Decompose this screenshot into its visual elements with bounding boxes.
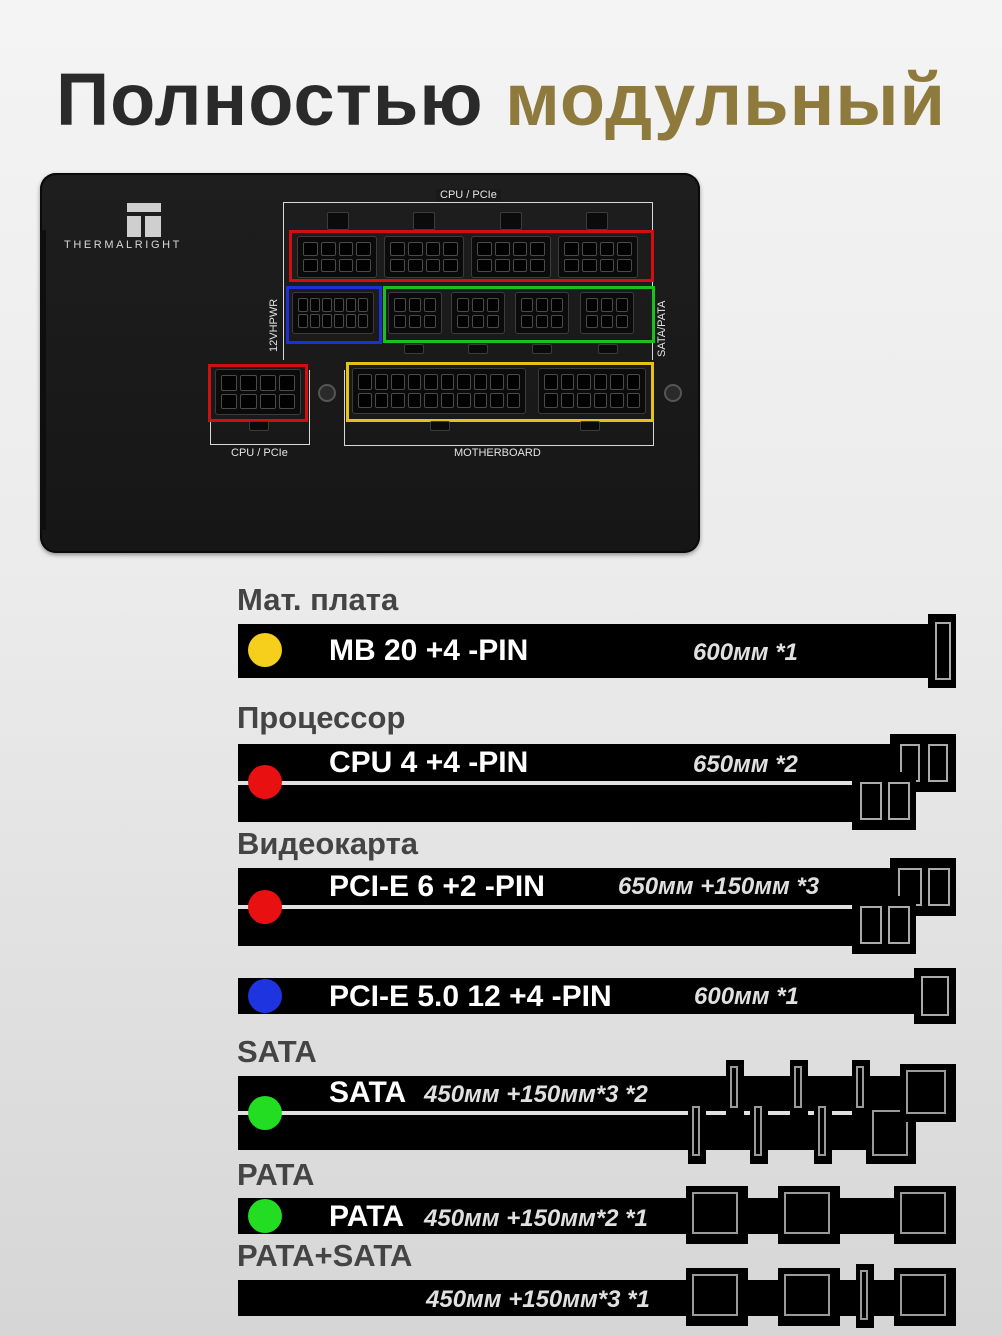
cable-length: 600мм *1 bbox=[694, 983, 799, 1010]
12vhpwr-connector bbox=[292, 292, 374, 334]
cable-name: PCI-E 5.0 12 +4 -PIN bbox=[329, 980, 612, 1013]
cpu-pcie-top-label: CPU / PCIe bbox=[436, 189, 501, 201]
cpu-pcie-connector bbox=[297, 236, 377, 278]
sata-pata-connector bbox=[515, 292, 569, 334]
red-dot-icon bbox=[248, 765, 282, 799]
brand-label: THERMALRIGHT bbox=[64, 239, 182, 251]
cable-bar bbox=[238, 978, 930, 1014]
cable-length: 650мм *2 bbox=[693, 751, 798, 778]
motherboard-label: MOTHERBOARD bbox=[454, 447, 541, 459]
green-dot-icon bbox=[248, 1199, 282, 1233]
cable-length: 450мм +150мм*2 *1 bbox=[424, 1205, 648, 1232]
sata-plug-icon bbox=[688, 1100, 706, 1164]
sata-plug-icon bbox=[852, 1060, 870, 1116]
section-pata-label: PATA bbox=[237, 1157, 315, 1192]
12vhpwr-highlight-blue bbox=[286, 286, 382, 344]
vhpwr-label: 12VHPWR bbox=[268, 298, 280, 352]
sata-pata-connector bbox=[451, 292, 505, 334]
cpu-pcie-bottom-label: CPU / PCIe bbox=[231, 447, 288, 459]
section-motherboard-label: Мат. плата bbox=[237, 582, 399, 617]
molex-plug-icon bbox=[686, 1268, 748, 1326]
cable-name: SATA bbox=[329, 1076, 407, 1109]
cpu-pcie-connector bbox=[215, 369, 301, 415]
molex-plug-icon bbox=[686, 1186, 748, 1244]
title-part-1: Полностью bbox=[55, 58, 484, 141]
molex-plug-icon bbox=[894, 1186, 956, 1244]
sata-plug-icon bbox=[790, 1060, 808, 1116]
cable-name: PATA bbox=[329, 1200, 404, 1233]
cable-length: 600мм *1 bbox=[693, 639, 798, 666]
atx-plug-icon bbox=[928, 614, 956, 688]
thermalright-logo-icon bbox=[127, 203, 161, 237]
cpu-pcie-connector bbox=[471, 236, 551, 278]
cable-length: 650мм +150мм *3 bbox=[618, 873, 820, 900]
cpu-pcie-highlight-red bbox=[289, 230, 654, 282]
green-dot-icon bbox=[248, 1096, 282, 1130]
section-pata-sata-label: PATA+SATA bbox=[237, 1238, 413, 1273]
section-sata-label: SATA bbox=[237, 1034, 317, 1069]
cable-split-line bbox=[238, 1111, 878, 1115]
cable-bar bbox=[238, 624, 930, 678]
yellow-dot-icon bbox=[248, 633, 282, 667]
cpu-pcie-connector bbox=[558, 236, 638, 278]
sata-plug-icon bbox=[814, 1100, 832, 1164]
cable-name: CPU 4 +4 -PIN bbox=[329, 746, 529, 779]
cable-split-line bbox=[238, 781, 854, 785]
sata-plug-icon bbox=[856, 1264, 874, 1328]
12vhpwr-plug-icon bbox=[914, 968, 956, 1024]
cpu-pcie-bottom-highlight-red bbox=[208, 364, 308, 422]
screw-icon bbox=[664, 384, 682, 402]
cable-length: 450мм +150мм*3 *1 bbox=[426, 1286, 650, 1313]
sata-pata-label: SATA/PATA bbox=[656, 300, 668, 357]
psu-edge bbox=[40, 230, 46, 530]
motherboard-highlight-yellow bbox=[346, 362, 654, 422]
sata-pata-highlight-green bbox=[383, 286, 655, 343]
section-gpu-label: Видеокарта bbox=[237, 826, 419, 861]
sata-plug-icon bbox=[750, 1100, 768, 1164]
sata-plug-icon bbox=[726, 1060, 744, 1116]
motherboard-connector bbox=[352, 368, 526, 414]
molex-plug-icon bbox=[894, 1268, 956, 1326]
sata-pata-connector bbox=[580, 292, 634, 334]
molex-plug-icon bbox=[778, 1186, 840, 1244]
screw-icon bbox=[318, 384, 336, 402]
title-part-2: модульный bbox=[505, 58, 947, 141]
cable-split-line bbox=[238, 905, 854, 909]
cpu-pcie-connector bbox=[384, 236, 464, 278]
page-title: Полностью модульный bbox=[0, 58, 1002, 142]
sata-pata-connector bbox=[388, 292, 442, 334]
molex-plug-icon bbox=[900, 1064, 956, 1122]
section-cpu-label: Процессор bbox=[237, 700, 406, 735]
molex-plug-icon bbox=[778, 1268, 840, 1326]
cable-length: 450мм +150мм*3 *2 bbox=[424, 1081, 648, 1108]
cable-name: MB 20 +4 -PIN bbox=[329, 634, 529, 667]
cable-name: PCI-E 6 +2 -PIN bbox=[329, 870, 545, 903]
blue-dot-icon bbox=[248, 979, 282, 1013]
motherboard-connector bbox=[538, 368, 646, 414]
pcie-plug-icon bbox=[852, 896, 916, 954]
cpu-plug-icon bbox=[852, 772, 916, 830]
red-dot-icon bbox=[248, 890, 282, 924]
